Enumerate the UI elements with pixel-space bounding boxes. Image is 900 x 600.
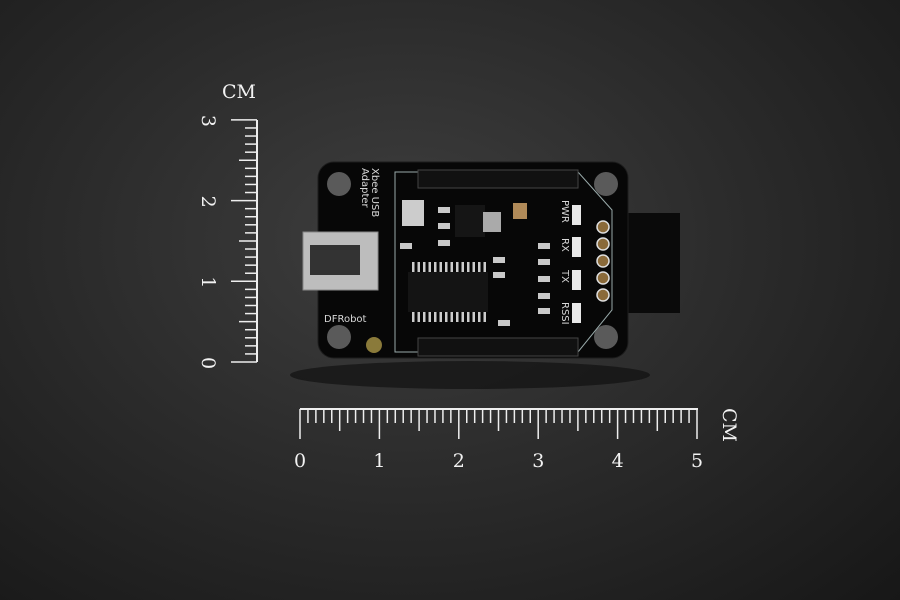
ruler-label: 0	[197, 357, 219, 369]
ruler-label: 0	[294, 450, 306, 472]
brand-label: DFRobot	[324, 314, 367, 325]
ruler-label: 1	[197, 276, 219, 288]
board-name-line2: Adapter	[359, 168, 370, 209]
led-label-rx: RX	[559, 238, 570, 252]
ruler-label: 2	[197, 196, 219, 208]
ruler-label: 1	[373, 450, 385, 472]
board-shadow	[290, 361, 650, 389]
vertical-ruler-unit: CM	[222, 81, 256, 103]
ruler-label: 4	[612, 450, 624, 472]
board-name-line1: Xbee USB	[369, 168, 380, 217]
header-pin	[596, 254, 610, 268]
ruler-label: 3	[532, 450, 544, 472]
vertical-ruler: CM 0 1 2 3	[197, 81, 258, 369]
header-pin	[596, 237, 610, 251]
xbee-usb-adapter-board: DFRobot Xbee USB Adapter PWR RX TX RSSI	[302, 161, 680, 359]
ruler-label: 3	[197, 115, 219, 127]
header-pin	[596, 288, 610, 302]
mount-hole	[594, 172, 618, 196]
status-led	[572, 237, 581, 257]
led-label-rssi: RSSI	[559, 302, 570, 325]
usb-chip	[408, 272, 488, 312]
status-led	[572, 205, 581, 225]
horizontal-ruler-unit: CM	[718, 408, 740, 442]
ruler-label: 5	[691, 450, 703, 472]
led-label-pwr: PWR	[559, 200, 570, 223]
mount-hole	[327, 172, 351, 196]
mount-hole	[327, 325, 351, 349]
status-led	[572, 270, 581, 290]
led-label-tx: TX	[559, 269, 570, 283]
status-led	[572, 303, 581, 323]
horizontal-ruler: 0 1 2 3 4 5 CM	[294, 408, 740, 472]
mount-hole	[594, 325, 618, 349]
ruler-label: 2	[453, 450, 465, 472]
header-pin	[596, 220, 610, 234]
header-pin	[596, 271, 610, 285]
